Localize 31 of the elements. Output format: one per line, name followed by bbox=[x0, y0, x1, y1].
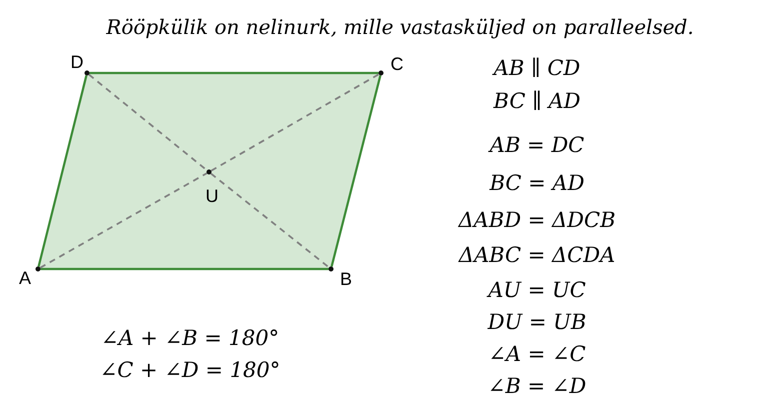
equation-text: ∠C + ∠D = 180° bbox=[100, 358, 280, 382]
vertex-point bbox=[84, 70, 90, 76]
vertex-label: A bbox=[19, 269, 31, 287]
vertex-point bbox=[206, 170, 212, 174]
equation-text: BC = AD bbox=[490, 171, 584, 195]
equation-text: ΔABC = ΔCDA bbox=[458, 243, 616, 267]
side-line bbox=[38, 75, 88, 267]
equation-text: ∠A + ∠B = 180° bbox=[100, 326, 280, 350]
vertex-label: D bbox=[70, 53, 84, 71]
equation-text: BC ∥ AD bbox=[494, 89, 580, 113]
diagonal-line bbox=[210, 73, 380, 172]
vertex-point bbox=[328, 266, 334, 272]
diagonal-line bbox=[88, 74, 208, 172]
vertex-label: U bbox=[206, 187, 218, 205]
vertex-point bbox=[378, 70, 384, 76]
definition-text: Rööpkülik on nelinurk, mille vastasküljed on paralleelsed. bbox=[106, 15, 694, 39]
side-line bbox=[90, 72, 378, 74]
equation-text: ΔABD = ΔDCB bbox=[458, 208, 616, 232]
vertex-point bbox=[36, 266, 40, 272]
vertex-label: B bbox=[340, 270, 352, 288]
equation-text: ∠B = ∠D bbox=[488, 374, 586, 398]
equation-text: AB ∥ CD bbox=[494, 56, 580, 80]
side-line bbox=[40, 268, 328, 270]
equation-text: AB = DC bbox=[490, 133, 584, 157]
vertex-label: C bbox=[390, 55, 404, 73]
side-line bbox=[330, 75, 382, 267]
equation-text: DU = UB bbox=[488, 310, 586, 334]
equation-text: AU = UC bbox=[488, 278, 586, 302]
diagonal-line bbox=[40, 172, 208, 269]
diagonal-line bbox=[210, 172, 330, 268]
equation-text: ∠A = ∠C bbox=[488, 342, 586, 366]
